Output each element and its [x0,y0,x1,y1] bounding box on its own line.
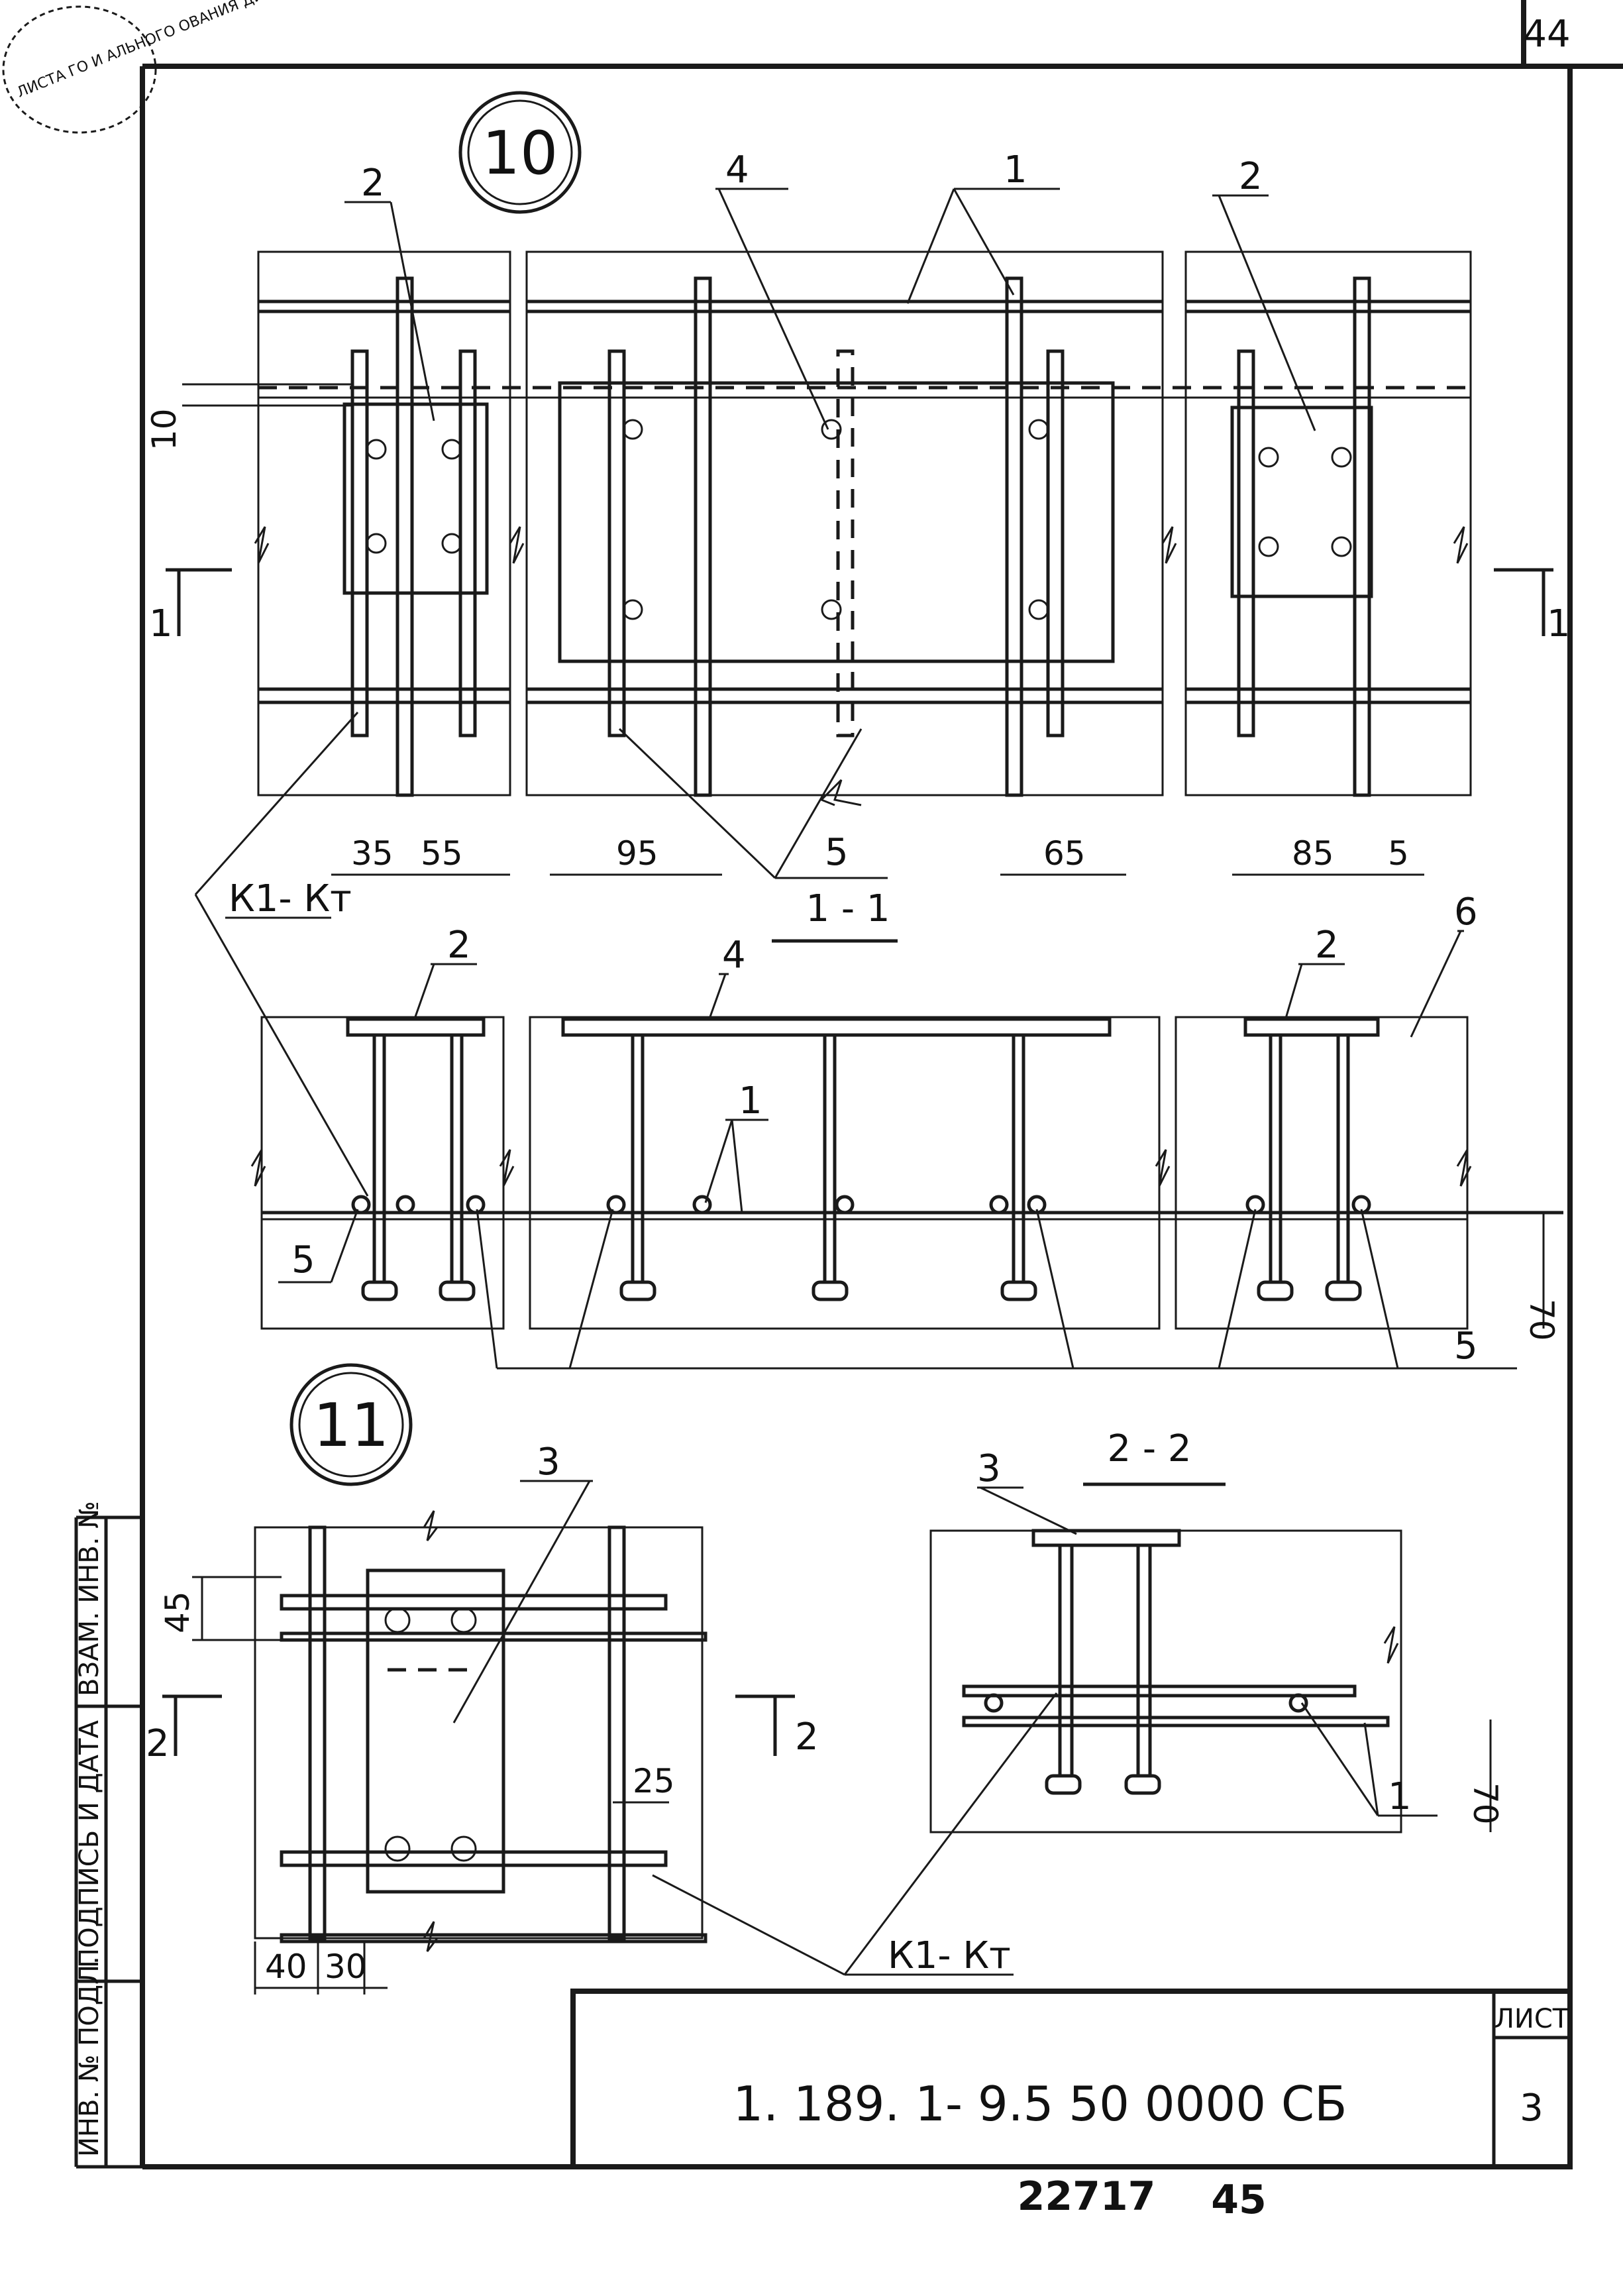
sheet-number: 3 [1520,2087,1544,2130]
stamp-signature-date: ПОДПИСЬ И ДАТА [74,1720,105,1968]
s11-callout-2a: 2 [447,924,471,967]
n10-callout-2b: 2 [1239,155,1263,198]
n10-callout-k: К1- Кт [229,877,352,920]
n10-section-left: 1 [149,602,173,645]
n10-dim-55: 55 [421,834,463,873]
sheet-frame: 44 [140,0,1623,2169]
section-2-2: 2 - 2 3 1 70 [929,1427,1504,1833]
n11-dim-40: 40 [265,1947,307,1986]
n11-dim-25: 25 [633,1762,675,1800]
node-10-plan: 10 [145,91,1571,1197]
n11-dim-45: 45 [158,1591,197,1633]
n10-callout-5: 5 [825,831,849,874]
n10-dim-65: 65 [1043,834,1086,873]
bottom-page: 45 [1211,2177,1267,2223]
section-1-1: 1 - 1 [250,887,1563,1370]
stamp-text: ЛИСТА ГО И АЛЬНОГО ОВАНИЯ ДИКИЕ И И.С.П.… [15,0,401,101]
n10-section-right: 1 [1547,602,1571,645]
n11-section-right: 2 [795,1716,819,1759]
s11-dim-70: 70 [1522,1299,1561,1341]
s11-callout-4: 4 [722,934,746,977]
n11-callout-3: 3 [537,1441,560,1484]
s11-callout-2b: 2 [1315,924,1339,967]
s22-callout-1: 1 [1388,1775,1412,1818]
n10-dim-35: 35 [351,834,393,873]
n10-callout-2a: 2 [361,162,385,205]
n10-dim-85: 85 [1292,834,1334,873]
title-block: ЛИСТ 3 1. 189. 1- 9.5 50 0000 СБ 22717 4… [570,1989,1573,2223]
n10-dim-95: 95 [616,834,658,873]
n11-dim-30: 30 [325,1947,367,1986]
n11-callout-k: К1- Кт [888,1934,1011,1977]
sheet-label: ЛИСТ [1494,2004,1569,2034]
s22-dim-70: 70 [1466,1782,1504,1825]
s11-callout-6: 6 [1454,891,1478,934]
stamp-vzam-inv: ВЗАМ. ИНВ. № [74,1501,105,1696]
stamp-inv-podl: ИНВ. № ПОДЛ. [74,1956,105,2157]
section-1-1-title: 1 - 1 [806,887,890,930]
n10-callout-4: 4 [725,148,749,191]
bottom-number: 22717 [1018,2173,1156,2220]
s11-callout-1: 1 [739,1079,762,1122]
n10-dim-10: 10 [145,408,183,451]
node-10-number: 10 [482,119,558,188]
document-code: 1. 189. 1- 9.5 50 0000 СБ [733,2076,1347,2132]
node-11-number: 11 [313,1391,390,1460]
side-stamp-column: ВЗАМ. ИНВ. № ПОДПИСЬ И ДАТА ИНВ. № ПОДЛ. [74,1501,142,2169]
s22-callout-3: 3 [977,1447,1001,1490]
node-11-plan: 11 3 К1- Кт 2 [146,1363,1058,1995]
s11-callout-5b: 5 [1454,1325,1478,1368]
section-2-2-title: 2 - 2 [1107,1427,1191,1470]
n10-callout-1: 1 [1004,148,1027,191]
n11-section-left: 2 [146,1722,170,1765]
page-number: 44 [1523,13,1570,56]
n10-dim-5: 5 [1388,834,1409,873]
s11-callout-5a: 5 [291,1238,315,1282]
